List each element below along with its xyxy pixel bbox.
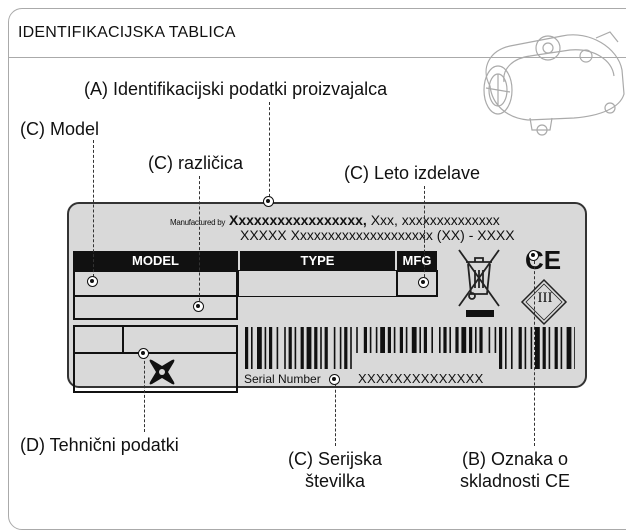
- manufacturer-line-2: XXXXX Xxxxxxxxxxxxxxxxxxxx (XX) - XXXX: [240, 227, 515, 243]
- leader-year: [424, 186, 425, 282]
- callout-technical-data: (D) Tehnični podatki: [20, 435, 179, 455]
- type-field: [238, 270, 398, 297]
- callout-manufacturer-id: (A) Identifikacijski podatki proizvajalc…: [84, 79, 388, 99]
- callout-model: (C) Model: [20, 119, 100, 139]
- model-header: MODEL: [73, 251, 238, 271]
- marker-model: [87, 276, 98, 287]
- serial-number-label: Serial Number: [244, 372, 321, 386]
- leader-ce: [534, 256, 535, 446]
- leader-serial: [335, 380, 336, 446]
- marker-year: [418, 277, 429, 288]
- manufactured-by-label: Manufactured by: [170, 218, 226, 227]
- barcode-bars: [245, 327, 575, 369]
- marker-ce: [528, 250, 539, 261]
- callout-serial-number: (C) Serijska številka: [287, 449, 382, 491]
- callout-variant: (C) različica: [148, 153, 244, 173]
- mfg-field: [396, 270, 438, 297]
- marker-variant: [193, 301, 204, 312]
- robot-illustration: [483, 31, 625, 136]
- marker-technical-data: [138, 348, 149, 359]
- callout-year-of-manufacture: (C) Leto izdelave: [344, 163, 481, 183]
- mfg-header: MFG: [397, 251, 437, 271]
- manufacturer-name: Xxxxxxxxxxxxxxxxx,: [228, 212, 367, 228]
- technical-data-row-divider: [75, 352, 236, 354]
- leader-technical-data: [144, 356, 145, 432]
- weee-bin-icon: [458, 249, 500, 317]
- manufacturer-line-1: Manufactured by Xxxxxxxxxxxxxxxxx, Xxx, …: [170, 212, 500, 228]
- section-title: IDENTIFIKACIJSKA TABLICA: [18, 24, 236, 41]
- technical-data-col-divider: [122, 327, 124, 353]
- fan-icon: [149, 359, 175, 385]
- title-divider: [9, 57, 626, 58]
- model-field: [73, 270, 238, 320]
- class-iii-diamond-icon: [520, 278, 568, 326]
- serial-number-value: XXXXXXXXXXXXXX: [358, 371, 484, 386]
- type-header: TYPE: [240, 251, 395, 271]
- technical-data-box: [73, 325, 238, 393]
- marker-manufacturer: [263, 196, 274, 207]
- leader-variant: [199, 176, 200, 306]
- leader-model: [93, 140, 94, 282]
- class-iii-label: III: [537, 290, 553, 306]
- callout-ce-mark: (B) Oznaka o skladnosti CE: [459, 449, 571, 491]
- serial-barcode: [245, 327, 575, 369]
- model-variant-divider: [75, 295, 236, 297]
- manufacturer-address: Xxx, xxxxxxxxxxxxxx: [370, 212, 500, 228]
- marker-serial: [329, 374, 340, 385]
- leader-manufacturer: [269, 102, 270, 202]
